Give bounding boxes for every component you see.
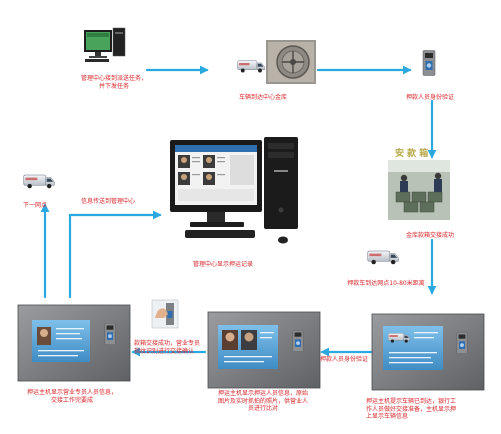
label-escort-verify-bottom: 押款人员身份验证 — [319, 356, 368, 363]
fingerprint-confirm-icon — [151, 299, 179, 329]
fingerprint-reader-icon — [422, 49, 436, 77]
label-next-point: 下一网点 — [22, 202, 47, 209]
next-point-van-icon — [23, 174, 55, 189]
escort-host-panel-middle — [207, 311, 321, 389]
monitoring-workstation-icon — [170, 137, 298, 244]
label-vehicle-arrive: 车辆到达中心金库 — [238, 94, 287, 101]
vault-door-icon — [266, 40, 316, 84]
label-mgmt-display: 管理中心显示押运记录 — [192, 261, 253, 268]
label-host-show-escort: 押运主机显示押运人员信息，原始 图片及实时抓拍的照片，供营业人 员进行比对 — [217, 390, 308, 412]
label-handover-confirm: 款箱交接成功，营业专员 指纹识别进行交接确认 — [134, 340, 201, 355]
label-arrive-branch: 押款车到达网点10-80米距离 — [347, 280, 425, 287]
arrival-van-icon — [367, 250, 399, 265]
cash-boxes-icon: 安 款 箱 — [388, 147, 450, 220]
label-escort-verify-top: 押款人员身份验证 — [405, 94, 454, 101]
escort-host-panel-left — [17, 304, 131, 382]
arrow-panel1-to-mgmt — [68, 210, 162, 299]
label-host-show-staff: 押运主机显示营业专员人员信息， 交接工作完要成 — [26, 389, 117, 404]
label-info-to-mgmt: 信息传送到管理中心 — [80, 198, 135, 205]
escort-host-panel-right — [371, 313, 485, 391]
svg-text:安 款 箱: 安 款 箱 — [395, 147, 428, 159]
armored-van-icon — [237, 60, 265, 73]
label-host-show-arrival: 押运主机提示车辆已到达，银行工 作人员做好交接准备，主机显示押 上显示车辆信息 — [366, 398, 457, 420]
computer-icon — [84, 27, 126, 62]
label-mgmt-dispatch: 管理中心接到派送任务， 并下发任务 — [80, 75, 147, 90]
label-vault-handover: 金库款箱交接成功 — [405, 232, 454, 239]
flow-arrows — [40, 65, 437, 357]
